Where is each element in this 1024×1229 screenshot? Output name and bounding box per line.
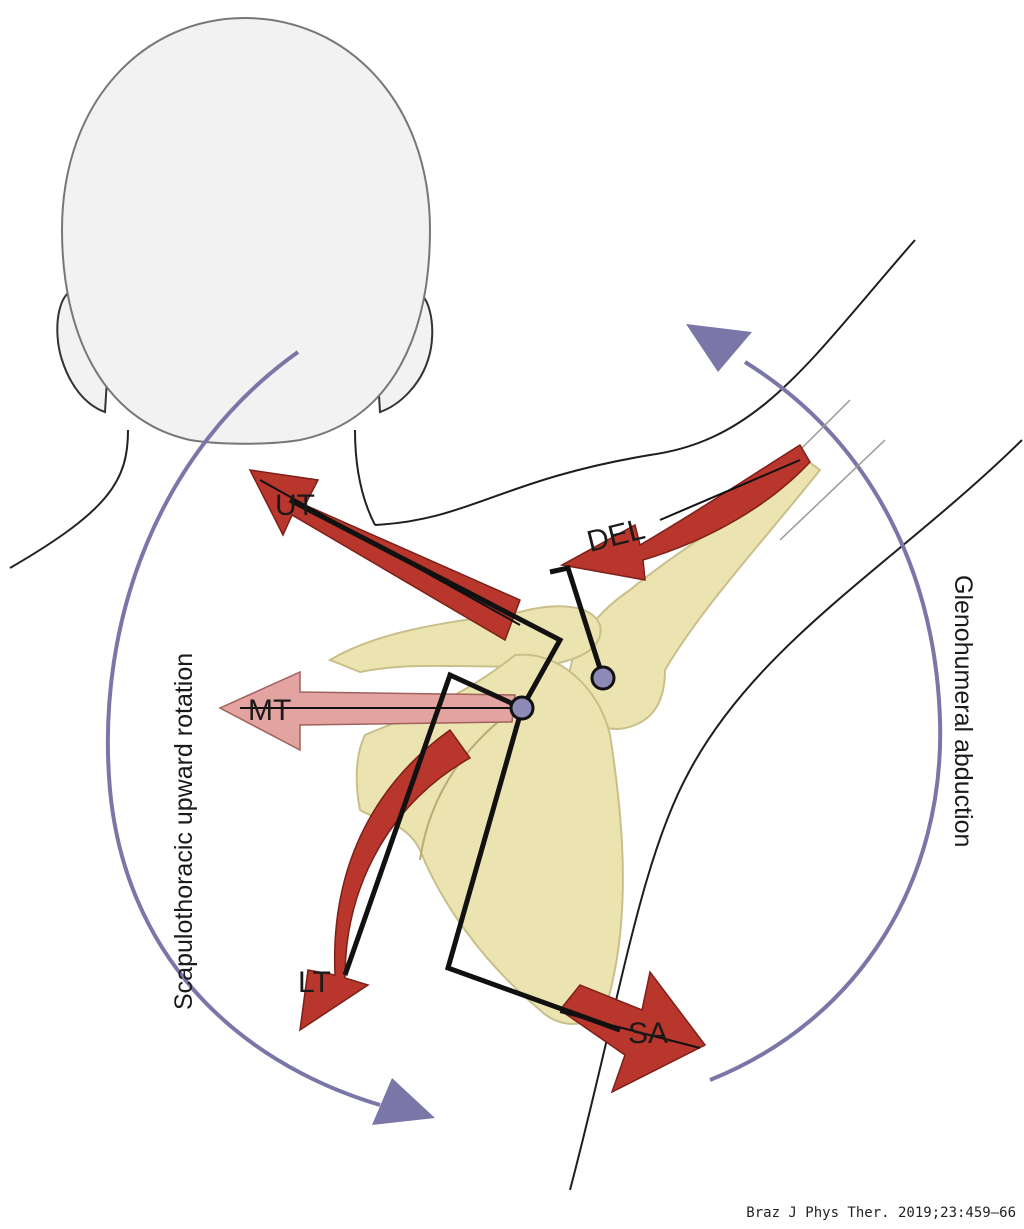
head xyxy=(9,16,434,569)
label-lt: LT xyxy=(298,966,331,999)
lever-lines xyxy=(240,459,801,1049)
citation: Braz J Phys Ther. 2019;23:459–66 xyxy=(746,1205,1016,1221)
sa-action-line xyxy=(559,1011,701,1049)
left-rotation-arrowhead xyxy=(372,1078,435,1125)
lt-lever xyxy=(342,671,524,976)
label-ut: UT xyxy=(275,489,315,522)
neck-right xyxy=(354,429,376,526)
humerus-line-2 xyxy=(779,439,886,541)
left-rotation-arc xyxy=(105,350,381,1107)
glenohumeral-rotation-center xyxy=(590,665,616,691)
right-rotation-arrowhead xyxy=(686,324,752,372)
label-mt: MT xyxy=(248,694,291,727)
arm-upper-line xyxy=(374,239,916,526)
sa-lever xyxy=(444,707,621,1033)
del-lever xyxy=(549,565,606,679)
sa-arrow xyxy=(558,970,707,1094)
scapulothoracic-rotation-label: Scapulothoracic upward rotation xyxy=(170,653,198,1010)
right-rotation-arc xyxy=(709,360,943,1082)
glenohumeral-abduction-label: Glenohumeral abduction xyxy=(949,575,977,847)
rotation-arrows xyxy=(105,324,943,1125)
neck-left xyxy=(9,429,129,569)
label-sa: SA xyxy=(628,1017,668,1050)
del-action-line xyxy=(659,459,801,521)
mt-arrow xyxy=(218,670,516,752)
lt-arrow xyxy=(299,728,472,1032)
del-arrow xyxy=(559,443,811,581)
head-shape xyxy=(60,16,432,445)
ut-action-line xyxy=(259,479,521,626)
scapula-rotation-center xyxy=(509,695,535,721)
muscle-labels: UT MT LT SA DEL xyxy=(248,489,668,1050)
